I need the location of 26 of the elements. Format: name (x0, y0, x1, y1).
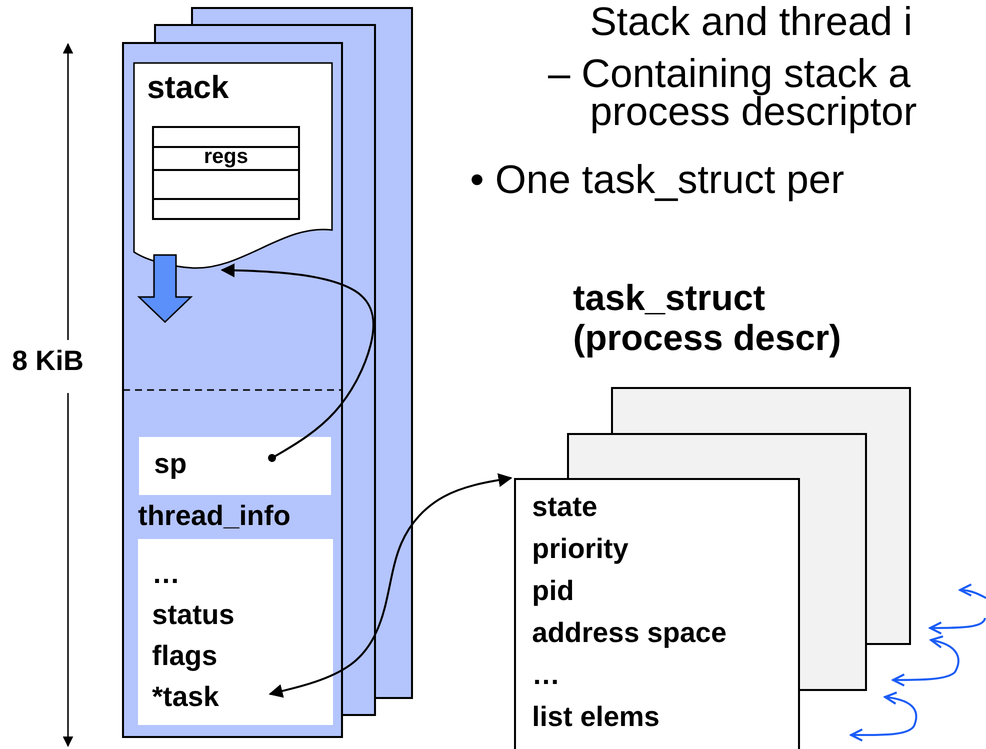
field-name: … (152, 559, 180, 590)
field-name: state (532, 492, 598, 523)
field-name: sp (154, 449, 187, 480)
task-struct-box (514, 478, 800, 749)
bullet-text: Stack and thread i (590, 0, 912, 45)
field-name: flags (152, 641, 218, 672)
connector-arrow (268, 473, 512, 698)
section-label: thread_info (138, 500, 290, 532)
connector-arrow (220, 263, 374, 462)
field-name: address space (532, 618, 727, 649)
field-name: status (152, 600, 234, 631)
field-name: priority (532, 534, 628, 565)
sp-field-box (139, 437, 331, 495)
bullet-text: – Containing stack a process descriptor (548, 55, 918, 131)
field-name: *task (152, 682, 219, 713)
field-name: pid (532, 576, 574, 607)
field-name: list elems (532, 702, 660, 733)
thread-info-box (138, 539, 333, 725)
stack-title: stack (147, 70, 229, 106)
regs-table (152, 126, 300, 220)
dimension-label: 8 KiB (12, 345, 84, 376)
regs-label: regs (202, 146, 250, 167)
memory-page (122, 42, 343, 738)
bullet-text: • One task_struct per (470, 158, 844, 203)
struct-title: task_struct (process descr) (573, 278, 842, 359)
field-name: … (532, 660, 560, 691)
